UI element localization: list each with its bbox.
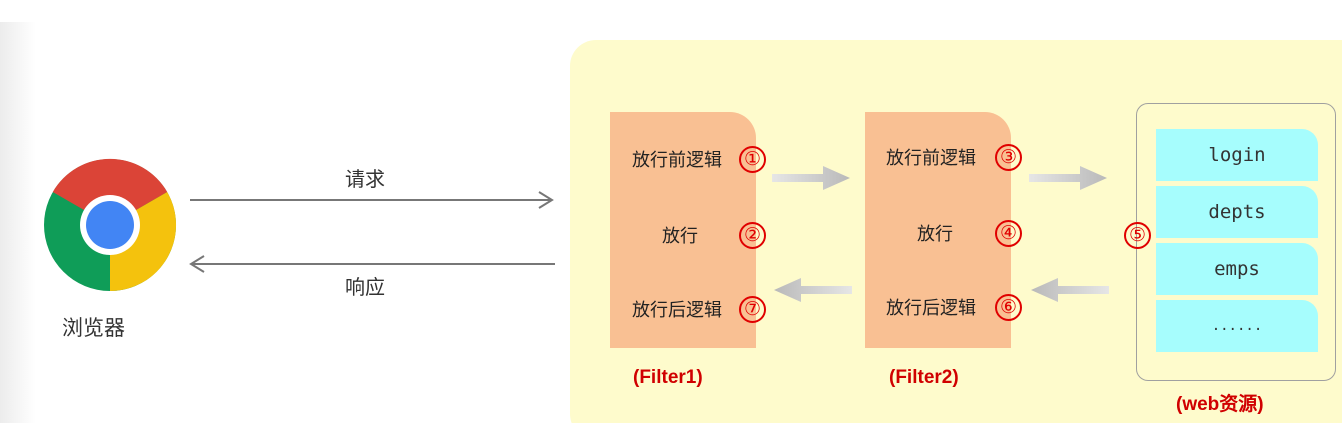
filter2-box	[865, 112, 1011, 348]
step-7: ⑦	[739, 296, 766, 323]
step-1: ①	[739, 146, 766, 173]
filter1-label: (Filter1)	[633, 367, 703, 388]
flow-arrow-right-2	[1029, 166, 1107, 190]
left-shade	[0, 22, 36, 423]
filter2-after-text: 放行后逻辑	[886, 298, 976, 319]
chrome-icon	[44, 158, 177, 291]
step-2: ②	[739, 222, 766, 249]
filter1-after-text: 放行后逻辑	[632, 300, 722, 321]
filter2-pass-text: 放行	[917, 224, 953, 245]
browser-label: 浏览器	[62, 316, 125, 340]
filter1-before-text: 放行前逻辑	[632, 150, 722, 171]
filter1-box	[610, 112, 756, 348]
resource-more: ......	[1156, 300, 1318, 352]
filter1-pass-text: 放行	[662, 226, 698, 247]
resource-depts: depts	[1156, 186, 1318, 238]
flow-arrow-left-2	[1031, 278, 1109, 302]
flow-arrow-right-1	[772, 166, 850, 190]
resource-emps: emps	[1156, 243, 1318, 295]
flow-arrow-left-1	[774, 278, 852, 302]
step-3: ③	[995, 144, 1022, 171]
filter2-label: (Filter2)	[889, 367, 959, 388]
response-label: 响应	[345, 275, 385, 299]
response-arrow	[189, 255, 555, 273]
filter2-before-text: 放行前逻辑	[886, 148, 976, 169]
step-5: ⑤	[1124, 222, 1151, 249]
step-6: ⑥	[995, 294, 1022, 321]
resource-login: login	[1156, 129, 1318, 181]
web-resource-label: (web资源)	[1176, 394, 1264, 415]
step-4: ④	[995, 220, 1022, 247]
request-label: 请求	[345, 167, 385, 191]
request-arrow	[190, 191, 554, 209]
